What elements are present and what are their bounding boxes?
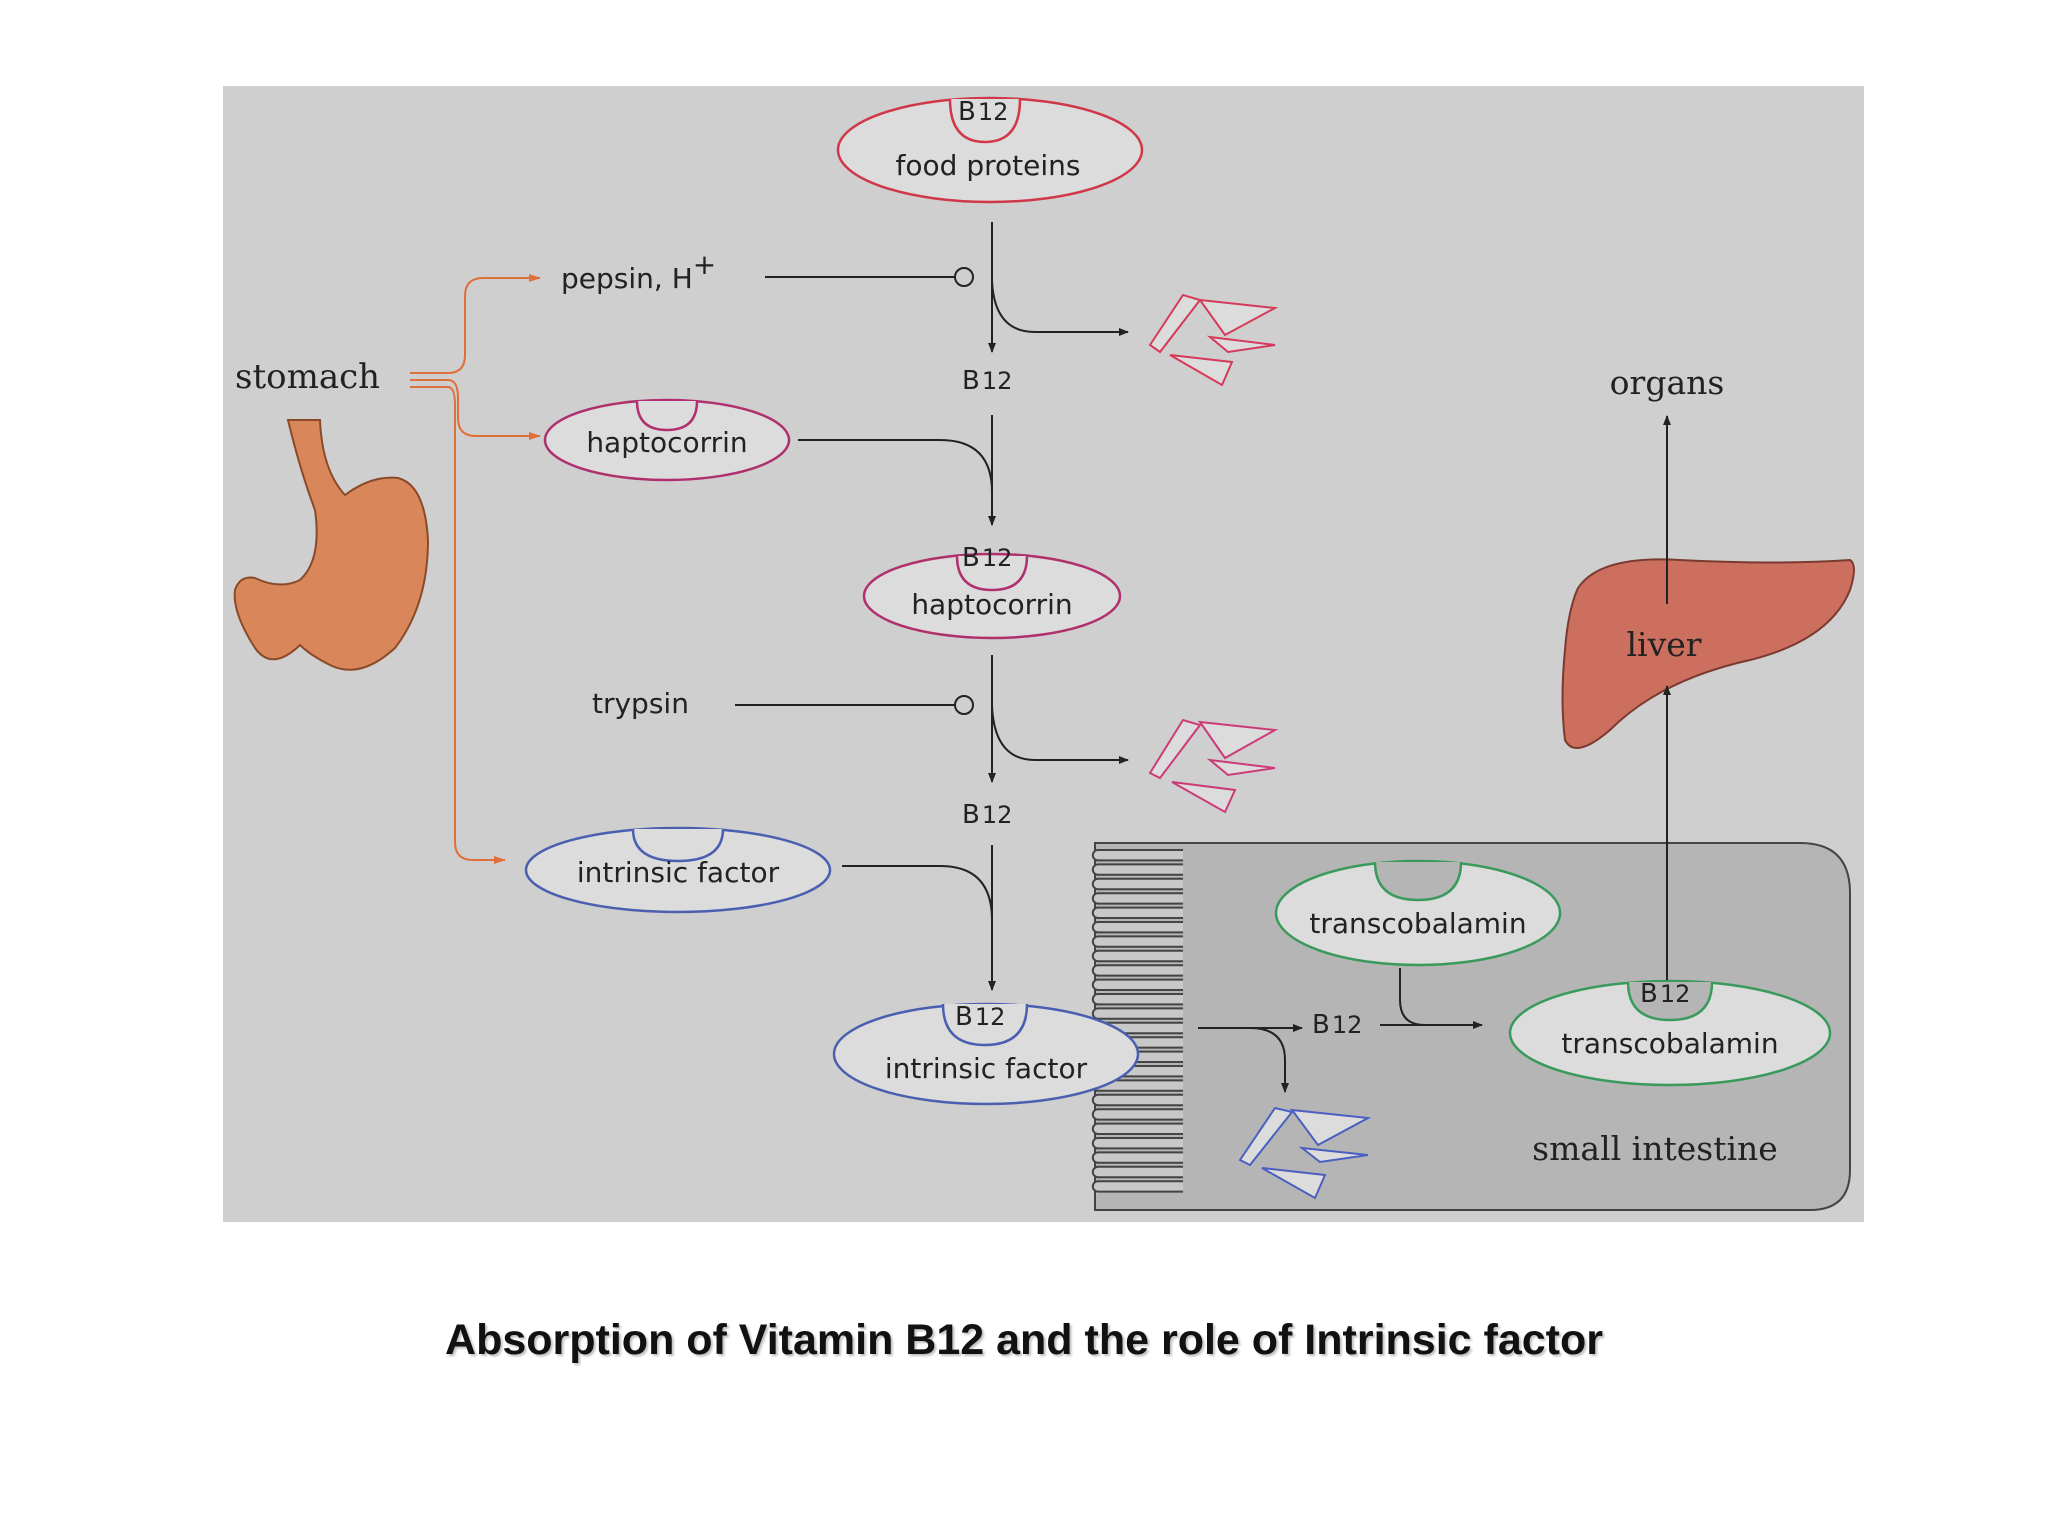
- transcobalamin-complex-label: transcobalamin: [1561, 1027, 1778, 1060]
- villus: [1091, 993, 1183, 1006]
- food-proteins-b12-label: B12: [958, 97, 1008, 127]
- villus: [1091, 949, 1183, 963]
- protein-fragments-blue: [1238, 1106, 1372, 1200]
- figure-caption: Absorption of Vitamin B12 and the role o…: [445, 1316, 1603, 1364]
- transcobalamin-free-label: transcobalamin: [1309, 907, 1526, 940]
- food-proteins-complex: [836, 96, 1144, 204]
- haptocorrin-b12-pocket: [955, 555, 1029, 592]
- villus: [1091, 1108, 1183, 1121]
- villus: [1091, 877, 1183, 891]
- small-intestine-label: small intestine: [1532, 1129, 1778, 1168]
- protein-fragments-red: [1148, 293, 1279, 387]
- villus: [1091, 978, 1183, 991]
- villus: [1091, 1122, 1183, 1135]
- intrinsic-factor-free-label: intrinsic factor: [577, 856, 780, 889]
- intrinsic-factor-degradation-arrow: [1249, 1027, 1289, 1093]
- villus: [1091, 1007, 1183, 1020]
- protein-fragments-pink: [1148, 718, 1279, 814]
- villus: [1091, 1093, 1183, 1107]
- haptocorrin-free-label: haptocorrin: [586, 426, 747, 459]
- step3-fragment-arrow: [991, 704, 1129, 764]
- villus: [1091, 935, 1183, 948]
- trypsin-label: trypsin: [592, 687, 689, 720]
- transcobalamin-b12-complex: [1508, 979, 1832, 1087]
- stomach-secretion-lines: [410, 274, 541, 864]
- haptocorrin-binding-arrow: [798, 439, 993, 493]
- free-b12-label-2: B12: [962, 800, 1012, 830]
- food-proteins-label: food proteins: [896, 149, 1081, 182]
- intrinsic-factor-b12-label: B12: [955, 1002, 1005, 1032]
- intrinsic-factor-complex-label: intrinsic factor: [885, 1052, 1088, 1085]
- haptocorrin-free-pocket: [635, 400, 699, 432]
- intrinsic-factor-free-pocket: [631, 828, 725, 863]
- pepsin-label: pepsin, H+: [561, 248, 716, 295]
- trypsin-inhibit-node: [954, 695, 974, 715]
- liver-icon: [1561, 558, 1855, 749]
- stomach-label: stomach: [235, 357, 380, 397]
- villus: [1091, 863, 1183, 876]
- stomach-icon: [233, 419, 430, 671]
- transcobalamin-b12-pocket: [1626, 981, 1714, 1022]
- haptocorrin-b12-complex: [862, 552, 1122, 640]
- pepsin-inhibit-node: [954, 267, 974, 287]
- villus: [1091, 1180, 1183, 1193]
- villus: [1091, 1165, 1183, 1179]
- intrinsic-factor-b12-pocket: [941, 1003, 1029, 1047]
- transcobalamin-b12-label: B12: [1640, 979, 1690, 1009]
- villus: [1091, 906, 1183, 919]
- liver-label: liver: [1626, 625, 1701, 664]
- enterocyte-b12-label: B12: [1312, 1010, 1362, 1040]
- haptocorrin-free: [543, 398, 791, 482]
- free-b12-label-1: B12: [962, 366, 1012, 396]
- villus: [1091, 1151, 1183, 1164]
- villus: [1091, 849, 1183, 862]
- transcobalamin-free-pocket: [1373, 861, 1463, 902]
- step1-fragment-arrow: [991, 279, 1129, 336]
- haptocorrin-complex-label: haptocorrin: [911, 588, 1072, 621]
- transcobalamin-free-arrow: [1399, 968, 1426, 1026]
- intrinsic-factor-free: [524, 826, 832, 914]
- villus: [1091, 921, 1183, 934]
- transcobalamin-free: [1274, 859, 1562, 967]
- villus: [1091, 1137, 1183, 1150]
- intrinsic-factor-binding-arrow: [842, 865, 993, 921]
- organs-label: organs: [1610, 363, 1725, 402]
- food-proteins-b12-pocket: [948, 98, 1022, 144]
- haptocorrin-b12-label: B12: [962, 543, 1012, 573]
- villus: [1091, 964, 1183, 977]
- villus: [1091, 892, 1183, 905]
